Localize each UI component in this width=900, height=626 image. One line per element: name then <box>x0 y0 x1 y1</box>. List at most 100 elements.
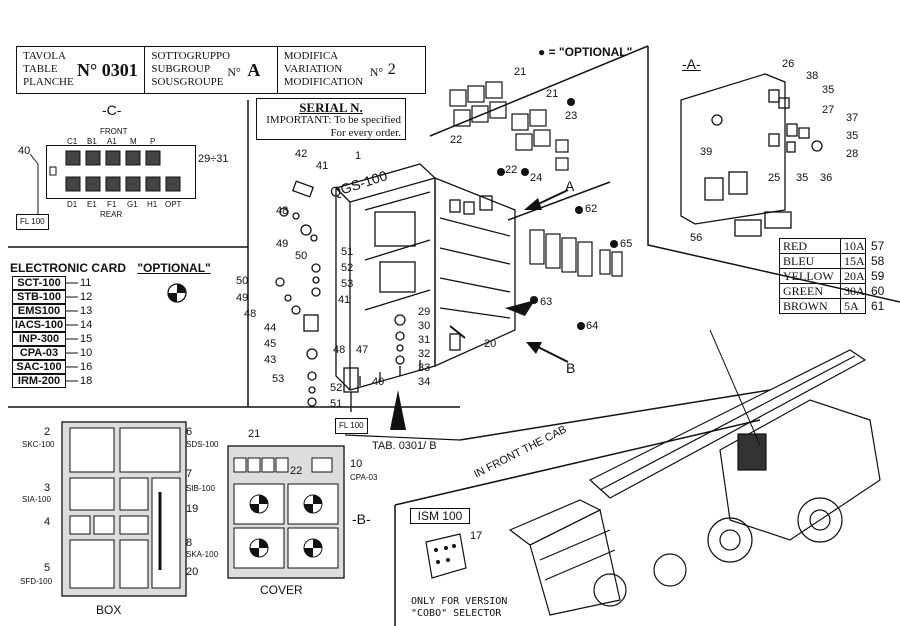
ecard-ref: 18 <box>80 375 93 387</box>
callout: 49 <box>236 292 249 304</box>
fuse-grid <box>49 150 181 192</box>
callout: 44 <box>264 322 277 334</box>
c-bottom-label-5: OPT <box>165 200 182 209</box>
ecard-leaders <box>66 282 78 382</box>
optional-symbol <box>167 283 187 303</box>
ecard-row: EMS100 <box>12 304 66 318</box>
callout: 53 <box>341 278 354 290</box>
ecard-ref: 12 <box>80 291 93 303</box>
subgroup-no-label: N° <box>227 65 241 79</box>
box-ref: 4 <box>44 516 51 528</box>
fuse-ref: 58 <box>871 254 885 268</box>
callout: 51 <box>341 246 354 258</box>
box-label-sfd: SFD-100 <box>20 577 53 586</box>
optional-dot <box>575 206 583 214</box>
subgroup-value: A <box>247 60 261 80</box>
callout: 36 <box>820 172 833 184</box>
callout: 35 <box>846 130 859 142</box>
cover-ref: 22 <box>290 465 303 477</box>
ecard-ref: 11 <box>80 277 92 289</box>
c-leader-lines <box>29 153 39 214</box>
front-label: FRONT <box>100 127 128 136</box>
callout: 31 <box>418 334 431 346</box>
callout: 47 <box>356 344 369 356</box>
callout: 26 <box>782 58 795 70</box>
callout: 22 <box>505 164 518 176</box>
ecard-ref: 14 <box>80 319 93 331</box>
callout: 1 <box>355 150 362 162</box>
subgroup-label-fr: SOUSGROUPE <box>151 76 224 88</box>
cover-caption: COVER <box>260 583 303 597</box>
relay-group-top <box>449 81 569 171</box>
modification-no-label: N° <box>369 65 384 79</box>
serial-line2: For every order. <box>330 127 401 139</box>
fuse-amp: 10A <box>840 238 866 254</box>
fuse-amp: 30A <box>840 283 866 299</box>
serial-title: SERIAL N. <box>299 100 363 115</box>
fuse-ref: 57 <box>871 239 885 253</box>
ecard-title-text: ELECTRONIC CARD <box>10 261 126 275</box>
fuse-row: YELLOW 20A 59 <box>779 268 900 284</box>
arrow-b <box>526 342 569 363</box>
callout: 21 <box>546 88 559 100</box>
callout: 24 <box>530 172 543 184</box>
table-label-fr: PLANCHE <box>23 76 74 88</box>
ecard-optional-text: "OPTIONAL" <box>137 261 211 275</box>
cover-label-cpa: CPA-03 <box>350 473 378 482</box>
ecard-ref: 10 <box>80 347 93 359</box>
c-top-label-1: B1 <box>87 137 97 146</box>
fuse-ref: 60 <box>871 284 885 298</box>
optional-dot <box>567 98 575 106</box>
callout: 52 <box>341 262 354 274</box>
callout: 38 <box>806 70 819 82</box>
arrow-c-label: C <box>391 413 402 429</box>
arrow-a-label: A <box>565 178 575 194</box>
arrow-a <box>524 189 569 210</box>
callout: 27 <box>822 104 835 116</box>
box-ref: 8 <box>186 537 193 549</box>
ecard-row: CPA-03 <box>12 346 66 360</box>
fuse-row: GREEN 30A 60 <box>779 283 900 299</box>
cover-ref: 21 <box>248 428 261 440</box>
fuse-amp: 15A <box>840 253 866 269</box>
modification-value: 2 <box>387 61 396 78</box>
callout: 53 <box>272 373 285 385</box>
box-ref: 20 <box>186 566 199 578</box>
subgroup-label-it: SOTTOGRUPPO <box>151 50 231 62</box>
ecard-row: IRM-200 <box>12 374 66 388</box>
title-block: TAVOLA TABLE PLANCHE N° 0301 SOTTOGRUPPO… <box>16 46 426 94</box>
callout: 25 <box>768 172 781 184</box>
optional-dot <box>610 240 618 248</box>
ism-ref: 17 <box>470 530 483 542</box>
c-top-label-4: P <box>150 137 156 146</box>
callout: 65 <box>620 238 633 250</box>
optional-dot <box>497 168 505 176</box>
section-b-title: -B- <box>352 511 371 527</box>
callout: 64 <box>586 320 599 332</box>
callout: 34 <box>418 376 431 388</box>
callout: 50 <box>236 275 249 287</box>
table-cell: TAVOLA TABLE PLANCHE N° 0301 <box>17 47 146 93</box>
callout: 39 <box>700 146 713 158</box>
ism-note-1: ONLY FOR VERSION <box>411 596 508 607</box>
optional-dot <box>577 322 585 330</box>
panel-a-drawing <box>680 73 823 237</box>
fuse-block-c <box>46 145 196 199</box>
callout: 41 <box>338 294 351 306</box>
box-label-sds: SDS-100 <box>186 440 219 449</box>
ecard-ref: 15 <box>80 333 93 345</box>
callout: 52 <box>330 382 343 394</box>
callout: 40 <box>372 376 385 388</box>
c-bottom-label-1: E1 <box>87 200 97 209</box>
box-ref: 2 <box>44 426 51 438</box>
modification-label-en: VARIATION <box>283 63 343 75</box>
fuse-ref: 61 <box>871 299 885 313</box>
callout: 51 <box>330 398 343 410</box>
callout: 30 <box>418 320 431 332</box>
reach-stacker-drawing <box>508 330 881 616</box>
callout: 48 <box>333 344 346 356</box>
box-label-skc: SKC-100 <box>22 440 55 449</box>
callout: 56 <box>690 232 703 244</box>
rear-label: REAR <box>100 210 123 219</box>
